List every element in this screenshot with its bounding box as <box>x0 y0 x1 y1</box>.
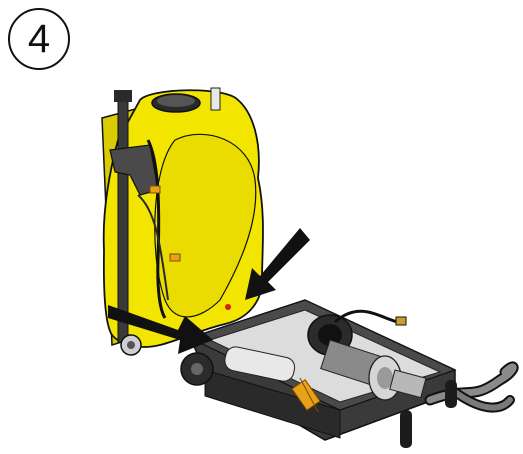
power-cable <box>334 309 399 324</box>
tank-cylinder <box>224 346 296 382</box>
motor-assembly <box>224 314 427 401</box>
top-fitting <box>210 87 221 111</box>
vertical-pipe <box>117 91 129 343</box>
step-number: 4 <box>27 16 51 61</box>
frame-handle-right <box>400 410 412 448</box>
step-number-badge: 4 <box>8 8 70 70</box>
indicator-light <box>225 304 231 310</box>
valve-handle <box>291 377 321 413</box>
pointer-arrow-top <box>245 228 310 300</box>
frame-side <box>204 369 341 439</box>
pointer-arrow-left <box>108 305 213 354</box>
yellow-machine-body <box>101 87 264 348</box>
pointer-arrows <box>108 228 310 354</box>
frame-assembly <box>188 299 519 448</box>
wheels <box>120 334 214 386</box>
